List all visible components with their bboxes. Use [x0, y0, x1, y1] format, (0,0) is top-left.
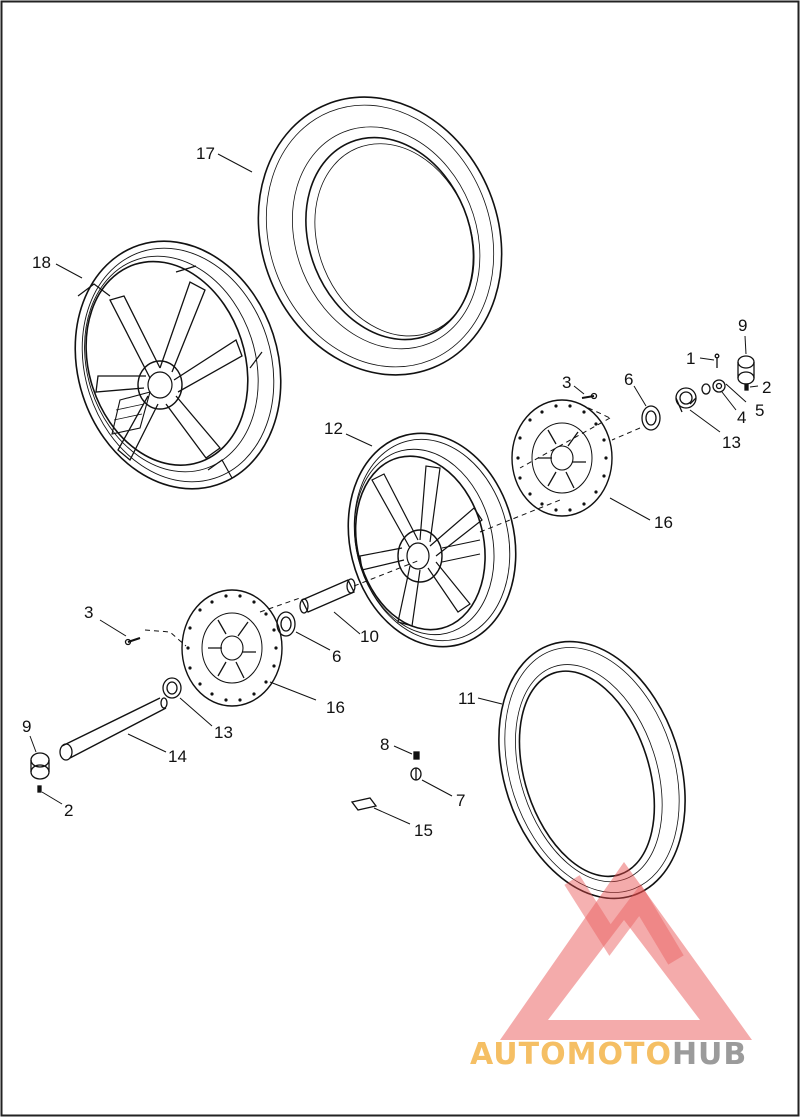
brake-rotor-lower [181, 589, 283, 707]
callout-2-lower: 2 [64, 801, 73, 820]
watermark-part-auto: AUTO [470, 1037, 567, 1072]
callout-labels: 17 18 9 1 2 3 6 4 5 13 12 16 3 10 6 16 1… [22, 144, 771, 840]
callout-13-lower: 13 [214, 723, 233, 742]
callout-2-upper: 2 [762, 378, 771, 397]
callout-18: 18 [32, 253, 51, 272]
tire-upper [257, 96, 503, 376]
callout-3-lower: 3 [84, 603, 93, 622]
callout-15: 15 [414, 821, 433, 840]
tire-lower [498, 640, 686, 900]
watermark-triangle [500, 862, 752, 1040]
brake-rotor-upper [511, 399, 613, 517]
watermark-part-hub: HUB [672, 1037, 747, 1072]
callout-8: 8 [380, 735, 389, 754]
wheel-rim-upper [74, 240, 282, 490]
leader-lines [29, 153, 759, 825]
callout-3-upper: 3 [562, 373, 571, 392]
callout-17: 17 [196, 144, 215, 163]
watermark-logo: AUTOMOTOHUB [470, 862, 752, 1072]
callout-14: 14 [168, 747, 187, 766]
callout-9-lower: 9 [22, 717, 31, 736]
callout-16-upper: 16 [654, 513, 673, 532]
callout-6-upper: 6 [624, 370, 633, 389]
callout-6-lower: 6 [332, 647, 341, 666]
watermark-text: AUTOMOTOHUB [470, 1037, 747, 1072]
callout-4: 4 [737, 408, 746, 427]
callout-16-lower: 16 [326, 698, 345, 717]
callout-7: 7 [456, 791, 465, 810]
cast-wheel [347, 432, 517, 648]
callout-9-upper: 9 [738, 316, 747, 335]
watermark-part-moto: MOTO [567, 1037, 672, 1072]
callout-10: 10 [360, 627, 379, 646]
callout-1: 1 [686, 349, 695, 368]
callout-12: 12 [324, 419, 343, 438]
hardware-parts [30, 353, 755, 811]
callout-5: 5 [755, 401, 764, 420]
callout-13-upper: 13 [722, 433, 741, 452]
callout-11: 11 [458, 689, 476, 708]
